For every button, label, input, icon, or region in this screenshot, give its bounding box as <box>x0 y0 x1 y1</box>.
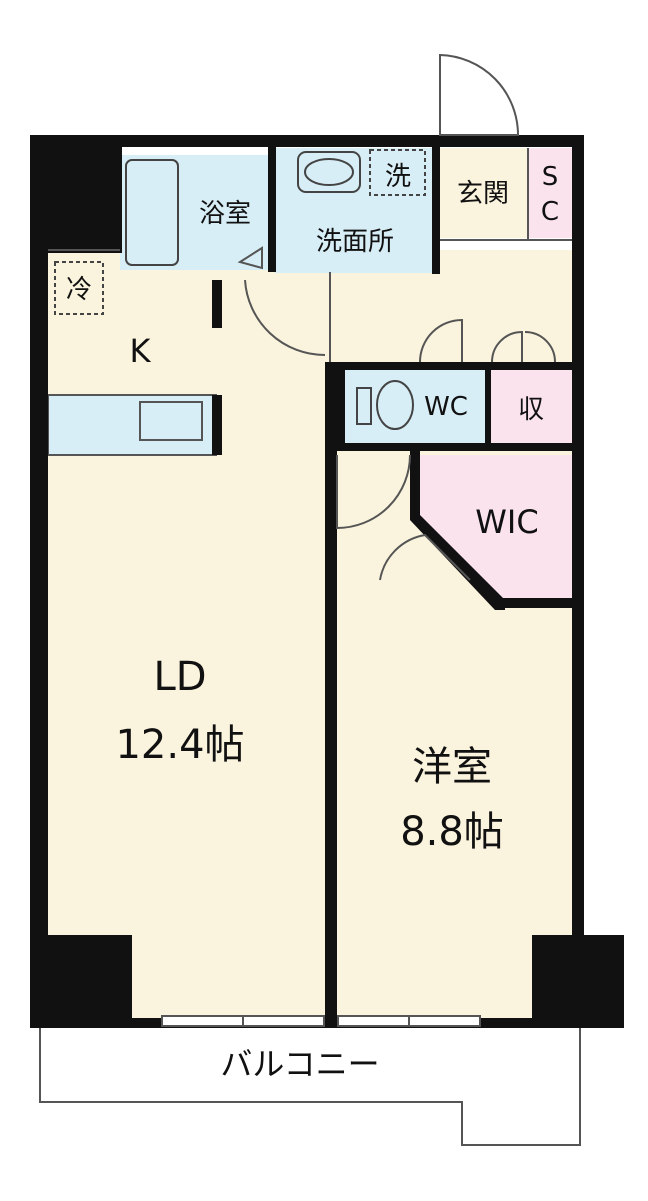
label-wc: WC <box>424 392 468 422</box>
labels: 浴室 洗面所 洗 玄関 S C 冷 K WC 収 WIC LD 12.4帖 洋室… <box>66 162 559 1083</box>
windows <box>161 1015 481 1027</box>
shoe-closet-floor <box>528 148 572 238</box>
western-door-swing[interactable] <box>336 454 411 530</box>
toilet-bowl <box>376 380 414 430</box>
wall-wic-diagonal <box>410 450 505 610</box>
wall-bottom-left-pillar <box>30 935 132 1025</box>
label-shoe-closet-c: C <box>541 197 559 227</box>
hall-door-swing[interactable] <box>419 318 463 363</box>
washroom-floor <box>275 148 433 273</box>
fixtures <box>54 149 426 430</box>
wall-top <box>30 135 578 147</box>
bath-floor <box>120 155 270 270</box>
wall-wc-top <box>325 362 575 370</box>
wall-divider-vertical <box>325 445 337 1025</box>
balcony <box>39 1028 581 1146</box>
entry-door-swing[interactable] <box>439 53 520 136</box>
fridge-space <box>54 261 104 315</box>
wall-left <box>30 135 48 1025</box>
wic-door-swing[interactable] <box>379 533 471 581</box>
basin-bowl <box>304 158 354 186</box>
wc-floor <box>345 368 485 443</box>
storage-door-right[interactable] <box>524 331 556 363</box>
floors <box>47 148 574 1025</box>
label-shoe-closet-s: S <box>542 162 559 192</box>
bathtub <box>125 159 179 266</box>
label-kitchen: K <box>130 332 152 370</box>
wall-bottom-right-pillar <box>532 935 624 1025</box>
storage-door-left[interactable] <box>491 330 523 363</box>
sink <box>139 401 203 441</box>
wall-right <box>572 135 584 945</box>
wall-washroom-right <box>432 147 440 274</box>
label-ld: LD <box>153 654 206 700</box>
storage-floor <box>490 368 572 443</box>
walls <box>30 135 624 1028</box>
wic-floor <box>420 455 572 600</box>
wall-wc-left <box>325 362 345 451</box>
label-wic: WIC <box>475 503 538 541</box>
toilet-tank <box>356 387 372 425</box>
wash-basin <box>297 151 361 193</box>
washroom-door-swing[interactable] <box>244 279 326 357</box>
entrance-floor <box>440 148 530 238</box>
wall-storage-left <box>485 368 491 448</box>
bath-door[interactable] <box>237 246 263 270</box>
wall-kitchen-stub <box>212 280 222 328</box>
label-western: 洋室 <box>412 744 492 790</box>
label-fridge: 冷 <box>66 275 92 305</box>
label-entrance: 玄関 <box>457 179 509 209</box>
doors <box>237 53 556 581</box>
wall-kitchen-stub-2 <box>212 395 222 455</box>
label-washer: 洗 <box>385 162 411 192</box>
label-ld-size: 12.4帖 <box>115 722 244 768</box>
label-storage: 収 <box>518 395 544 425</box>
partitions <box>48 148 572 362</box>
label-bath: 浴室 <box>199 199 251 229</box>
wall-wic-bottom <box>495 598 575 608</box>
label-balcony: バルコニー <box>220 1045 379 1083</box>
wall-wc-bottom <box>325 443 575 451</box>
washer-space <box>369 149 426 196</box>
label-western-size: 8.8帖 <box>400 809 504 855</box>
wall-bath-right <box>268 147 276 272</box>
label-washroom: 洗面所 <box>316 227 394 257</box>
